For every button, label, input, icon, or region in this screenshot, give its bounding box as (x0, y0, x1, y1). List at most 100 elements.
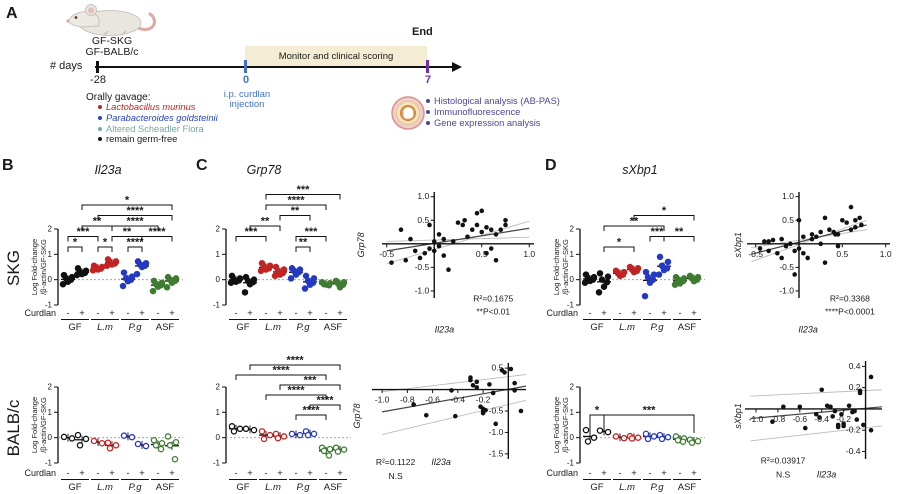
svg-text:1: 1 (570, 250, 575, 259)
svg-text:-1: -1 (213, 301, 221, 310)
svg-text:P.g: P.g (128, 482, 142, 493)
title-sxbp1: sXbp1 (622, 163, 658, 177)
gavage-bullet-icon (98, 105, 102, 109)
svg-text:L.m: L.m (97, 322, 113, 333)
svg-text:-: - (66, 308, 69, 319)
svg-text:-0.6: -0.6 (792, 414, 807, 424)
svg-text:**: ** (630, 216, 639, 228)
monitor-label: Monitor and clinical scoring (278, 50, 394, 62)
svg-text:/β-actin/GF-SKG: /β-actin/GF-SKG (561, 239, 570, 295)
svg-text:ASF: ASF (678, 482, 697, 493)
svg-text:-0.4: -0.4 (814, 414, 829, 424)
svg-text:R²=0.03917: R²=0.03917 (761, 456, 806, 466)
gavage-item: remain germ-free (98, 135, 218, 144)
svg-text:-: - (96, 308, 99, 319)
analysis-item: Histological analysis (AB-PAS) (426, 96, 560, 106)
svg-text:-0.8: -0.8 (771, 414, 786, 424)
svg-text:L.m: L.m (265, 482, 281, 493)
svg-text:+: + (109, 468, 115, 479)
svg-text:-: - (648, 468, 651, 479)
svg-text:1: 1 (48, 408, 53, 417)
svg-text:1: 1 (216, 408, 221, 417)
svg-text:+: + (601, 308, 607, 319)
svg-text:0: 0 (570, 275, 575, 284)
svg-text:0: 0 (216, 433, 221, 442)
svg-text:+: + (631, 468, 637, 479)
svg-text:****: **** (126, 216, 144, 228)
svg-text:-: - (66, 468, 69, 479)
svg-text:-1: -1 (567, 459, 575, 468)
svg-text:-1.5: -1.5 (489, 448, 504, 458)
gavage-bullet-icon (98, 137, 102, 142)
svg-text:2: 2 (216, 225, 221, 234)
svg-text:ASF: ASF (156, 482, 175, 493)
title-grp78: Grp78 (246, 163, 282, 177)
svg-text:-: - (588, 468, 591, 479)
svg-text:-: - (126, 308, 129, 319)
svg-text:-0.2: -0.2 (476, 395, 491, 405)
svg-text:+: + (337, 308, 343, 319)
svg-text:**: ** (675, 226, 684, 238)
injection-line-1: i.p. curdlan (223, 89, 271, 100)
mouse-icon (66, 4, 156, 36)
title-il23a: Il23a (94, 163, 122, 177)
svg-text:**: ** (123, 226, 132, 238)
svg-text:Il23a: Il23a (817, 470, 837, 480)
svg-text:Grp78: Grp78 (356, 232, 366, 257)
svg-text:P.g: P.g (650, 482, 664, 493)
svg-text:2: 2 (570, 225, 575, 234)
panel-letter-d: D (545, 157, 557, 174)
svg-text:-1: -1 (567, 301, 575, 310)
svg-text:N.S: N.S (776, 470, 791, 480)
svg-text:+: + (277, 308, 283, 319)
analysis-bullet-icon (426, 99, 430, 103)
svg-text:**P<0.01: **P<0.01 (476, 307, 510, 317)
svg-text:R²=0.3368: R²=0.3368 (830, 294, 870, 304)
svg-text:1: 1 (570, 408, 575, 417)
svg-text:****: **** (272, 365, 290, 377)
svg-text:0.5: 0.5 (417, 215, 429, 225)
injection-label: i.p. curdlan injection (208, 89, 286, 111)
svg-text:+: + (79, 308, 85, 319)
svg-text:0: 0 (570, 433, 575, 442)
svg-text:-: - (126, 468, 129, 479)
svg-text:-1: -1 (45, 459, 53, 468)
day-minus28-label: -28 (90, 74, 106, 86)
svg-text:Il23a: Il23a (435, 324, 455, 334)
svg-text:-: - (156, 468, 159, 479)
svg-text:*: * (73, 237, 78, 249)
svg-text:Curdlan: Curdlan (546, 308, 578, 318)
svg-text:-: - (294, 468, 297, 479)
svg-text:0.5: 0.5 (491, 363, 503, 373)
svg-text:-1.0: -1.0 (489, 427, 504, 437)
row-label-balb: BALB/c (4, 399, 23, 457)
svg-text:Il23a: Il23a (431, 457, 451, 467)
day-0-label: 0 (242, 74, 250, 86)
svg-text:0.4: 0.4 (849, 361, 861, 371)
svg-text:-: - (678, 308, 681, 319)
svg-text:N.S: N.S (388, 471, 403, 481)
svg-text:Grp78: Grp78 (352, 403, 362, 428)
analysis-list: Histological analysis (AB-PAS)Immunofluo… (426, 96, 560, 129)
svg-text:-: - (678, 468, 681, 479)
svg-text:+: + (661, 468, 667, 479)
day-7-label: 7 (424, 74, 432, 86)
svg-text:-: - (324, 308, 327, 319)
svg-text:R²=0.1675: R²=0.1675 (473, 294, 513, 304)
svg-text:Curdlan: Curdlan (546, 468, 578, 478)
svg-text:+: + (277, 468, 283, 479)
svg-text:L.m: L.m (265, 322, 281, 333)
svg-text:****: **** (126, 237, 144, 249)
gavage-item: Altered Scheadler Flora (98, 124, 218, 134)
svg-text:P.g: P.g (296, 482, 310, 493)
tick-day-0 (244, 60, 247, 73)
svg-text:+: + (601, 468, 607, 479)
svg-text:Log Fold-change: Log Fold-change (552, 239, 561, 295)
tick-day-7 (426, 60, 429, 73)
svg-text:0.5: 0.5 (476, 249, 488, 259)
